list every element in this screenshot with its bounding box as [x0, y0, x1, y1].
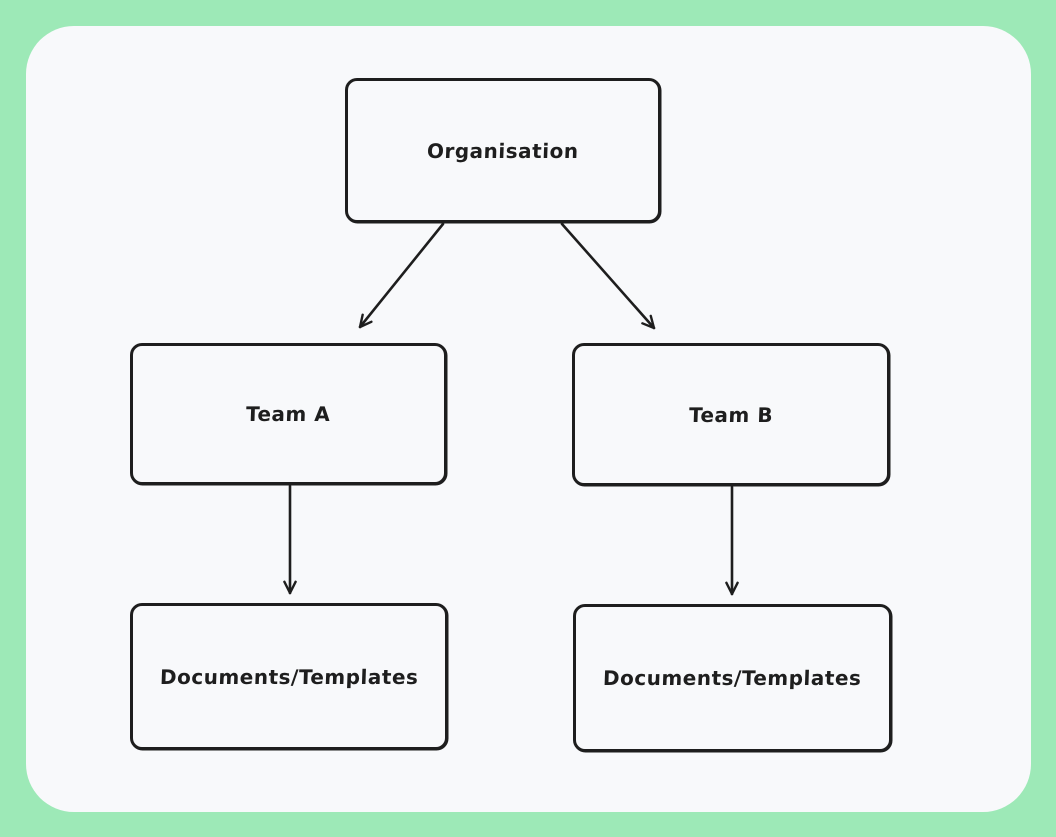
node-team-a: Team A [130, 343, 447, 485]
node-team-b: Team B [572, 343, 890, 486]
node-label: Organisation [426, 138, 580, 163]
node-label: Team A [245, 402, 332, 426]
node-organisation: Organisation [345, 78, 661, 223]
node-label: Documents/Templates [159, 664, 419, 689]
node-label: Team B [688, 402, 774, 427]
node-documents-b: Documents/Templates [573, 604, 892, 752]
node-documents-a: Documents/Templates [130, 603, 448, 750]
node-label: Documents/Templates [602, 666, 863, 690]
